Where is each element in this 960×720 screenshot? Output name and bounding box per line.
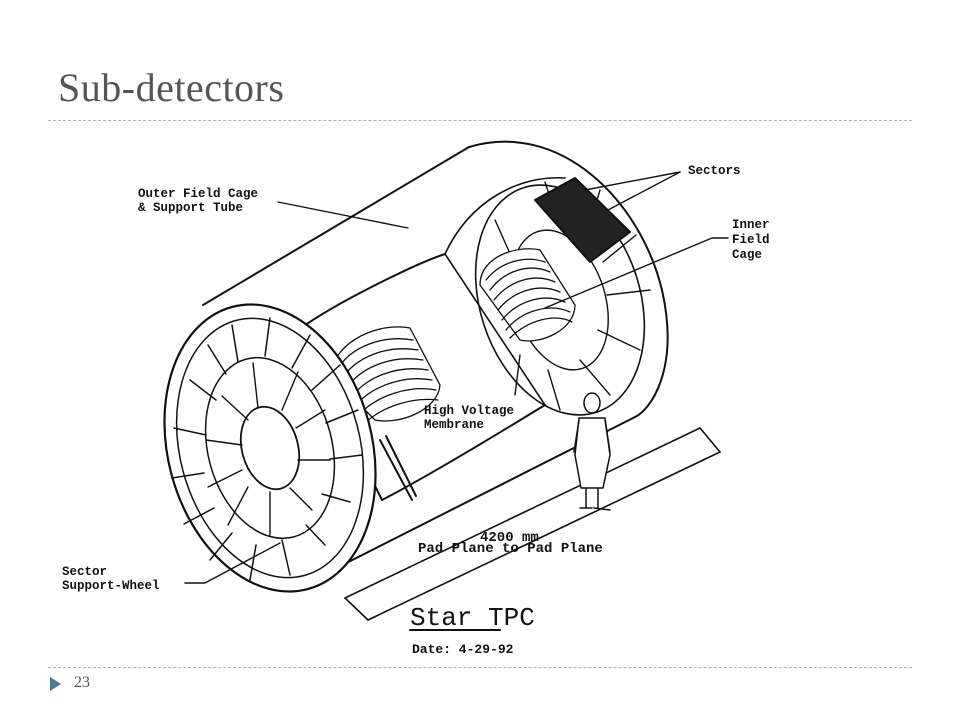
leader-sectors-2 [607,171,681,211]
stamp-title: Star TPC [410,603,535,633]
label-inner-field-cage-2: Field [732,233,770,247]
label-sectors: Sectors [688,164,741,178]
label-high-voltage-1: High Voltage [424,404,514,418]
sector-shading [534,177,631,263]
leader-outer-field-cage [277,201,409,229]
cutaway-front [297,253,446,331]
title-divider [48,120,912,121]
cylinder-top-edge [202,146,470,306]
label-inner-field-cage-1: Inner [732,218,770,232]
front-wheel-outer [163,303,377,593]
dimension-line [344,427,701,599]
leader-inner-field-cage [544,237,729,309]
person-figure [573,392,611,511]
label-outer-field-cage-2: & Support Tube [138,201,243,215]
label-sector-wheel-2: Support-Wheel [62,579,160,593]
footer-divider [48,667,912,668]
page-number: 23 [74,674,90,691]
label-inner-field-cage-3: Cage [732,248,762,262]
leader-sectors-1 [584,171,681,191]
label-dimension-2: Pad Plane to Pad Plane [418,541,603,557]
front-wheel-spokes [171,317,363,581]
label-outer-field-cage-1: Outer Field Cage [138,187,258,201]
label-sector-wheel-1: Sector [62,565,107,579]
inner-field-cage-back [479,248,576,342]
triangle-bullet-icon [50,677,61,691]
leader-sector-wheel [184,542,281,584]
label-dimension-1: 4200 mm [480,530,539,546]
stamp-date: Date: 4-29-92 [412,642,514,657]
label-high-voltage-2: Membrane [424,418,484,432]
slide-title: Sub-detectors [58,65,285,110]
back-rim [468,140,669,418]
